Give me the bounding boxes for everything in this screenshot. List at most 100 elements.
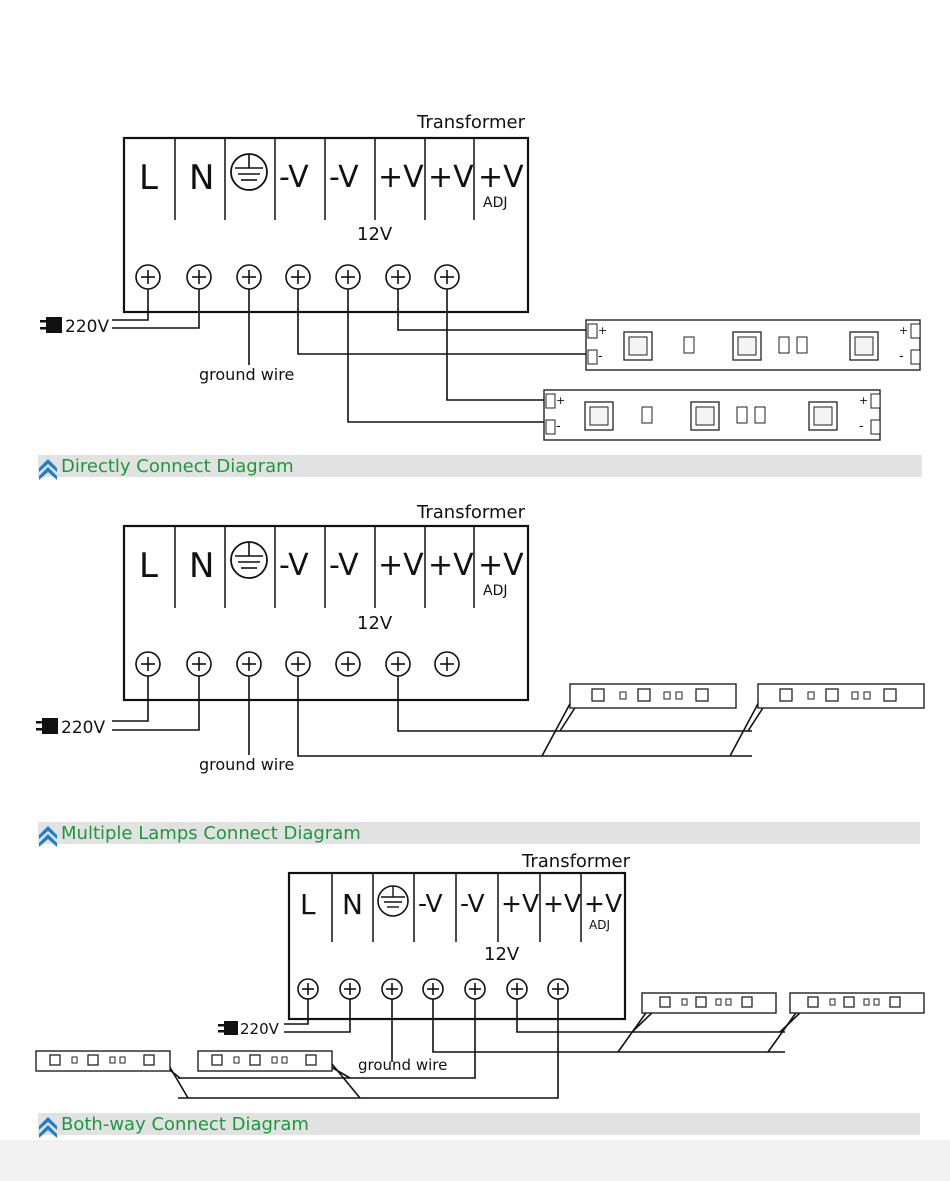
direct-connect-diagram: Transformer L N -V -V +V +V +V ADJ 12V (38, 112, 922, 480)
terminal-neg-v-2: -V (329, 160, 359, 195)
input-voltage-label: 220V (61, 718, 105, 738)
terminal-separators (331, 873, 582, 942)
plug-icon (36, 718, 58, 734)
wires (112, 289, 590, 423)
led-strip (789, 992, 925, 1014)
screw-terminals (135, 264, 460, 290)
svg-text:+: + (859, 394, 868, 407)
led-strip (197, 1050, 333, 1072)
screw-terminal-icon (547, 978, 569, 1000)
terminal-pos-v-2: +V (428, 548, 474, 583)
both-way-diagram: Transformer L N -V -V +V +V +V ADJ 12V (35, 851, 925, 1138)
led-strip (569, 683, 737, 709)
screw-terminal-icon (506, 978, 528, 1000)
led-strip: + - + - (543, 389, 881, 441)
terminal-n: N (189, 158, 214, 198)
diagram-caption: Multiple Lamps Connect Diagram (61, 823, 361, 844)
terminal-pos-v-2: +V (543, 889, 581, 918)
led-strip (641, 992, 777, 1014)
terminal-pos-v-2: +V (428, 160, 474, 195)
terminal-l: L (139, 546, 158, 586)
ground-symbol-icon (230, 153, 268, 191)
svg-text:-: - (859, 419, 864, 434)
svg-text:+: + (899, 324, 908, 337)
led-icon (584, 401, 614, 431)
voltage-label: 12V (357, 613, 393, 634)
screw-terminal-icon (464, 978, 486, 1000)
screw-terminal-icon (285, 651, 311, 677)
plug-icon (218, 1021, 238, 1035)
ground-symbol-icon (377, 885, 409, 917)
svg-text:-: - (556, 419, 561, 434)
terminal-neg-v-1: -V (279, 548, 309, 583)
ground-wire-label: ground wire (199, 365, 294, 384)
chevron-up-icon (39, 826, 57, 847)
terminal-l: L (300, 888, 316, 921)
voltage-label: 12V (357, 224, 393, 245)
diagram-caption: Both-way Connect Diagram (61, 1114, 309, 1135)
ground-symbol-icon (230, 541, 268, 579)
input-voltage-label: 220V (65, 317, 109, 337)
screw-terminal-icon (385, 651, 411, 677)
chevron-up-icon (39, 1117, 57, 1138)
led-icon (849, 331, 879, 361)
led-strip (35, 1050, 171, 1072)
svg-text:+: + (598, 324, 607, 337)
led-icon (808, 401, 838, 431)
screw-terminal-icon (422, 978, 444, 1000)
adj-label: ADJ (483, 195, 508, 211)
transformer-label: Transformer (416, 502, 526, 523)
terminal-separators (174, 138, 475, 220)
screw-terminal-icon (434, 651, 460, 677)
ground-wire-label: ground wire (199, 755, 294, 774)
screw-terminal-icon (186, 651, 212, 677)
terminal-neg-v-2: -V (329, 548, 359, 583)
led-strip: + - + - (585, 319, 921, 371)
terminal-pos-v-1: +V (378, 548, 424, 583)
led-icon (732, 331, 762, 361)
caption-bar (38, 455, 922, 477)
screw-terminal-icon (297, 978, 319, 1000)
terminal-pos-v-adj: +V (584, 889, 622, 918)
terminal-pos-v-adj: +V (478, 160, 524, 195)
screw-terminal-icon (135, 651, 161, 677)
screw-terminal-icon (285, 264, 311, 290)
terminal-neg-v-2: -V (460, 889, 485, 918)
input-voltage-label: 220V (240, 1020, 280, 1038)
voltage-label: 12V (484, 944, 520, 965)
plug-icon (40, 317, 62, 333)
screw-terminal-icon (381, 978, 403, 1000)
terminal-separators (174, 526, 475, 608)
screw-terminal-icon (335, 651, 361, 677)
terminal-neg-v-1: -V (279, 160, 309, 195)
screw-terminal-icon (135, 264, 161, 290)
screw-terminal-icon (335, 264, 361, 290)
ground-wire-label: ground wire (358, 1056, 447, 1074)
screw-terminal-icon (236, 651, 262, 677)
led-icon (690, 401, 720, 431)
screw-terminals (135, 651, 460, 677)
chevron-up-icon (39, 459, 57, 480)
caption-bar (38, 1113, 920, 1135)
svg-text:-: - (598, 349, 603, 364)
terminal-pos-v-1: +V (501, 889, 539, 918)
adj-label: ADJ (589, 918, 610, 932)
wires (112, 676, 769, 757)
screw-terminal-icon (186, 264, 212, 290)
wires (161, 999, 804, 1099)
diagram-caption: Directly Connect Diagram (61, 456, 294, 477)
terminal-l: L (139, 158, 158, 198)
transformer-label: Transformer (521, 851, 631, 872)
led-strip (757, 683, 925, 709)
caption-bar (38, 822, 920, 844)
terminal-n: N (342, 888, 363, 921)
transformer-label: Transformer (416, 112, 526, 133)
led-icon (623, 331, 653, 361)
terminal-n: N (189, 546, 214, 586)
screw-terminal-icon (339, 978, 361, 1000)
multiple-lamps-diagram: Transformer L N -V -V +V +V +V ADJ 12V (36, 502, 925, 847)
terminal-neg-v-1: -V (418, 889, 443, 918)
svg-text:-: - (899, 349, 904, 364)
bottom-band (0, 1140, 950, 1181)
